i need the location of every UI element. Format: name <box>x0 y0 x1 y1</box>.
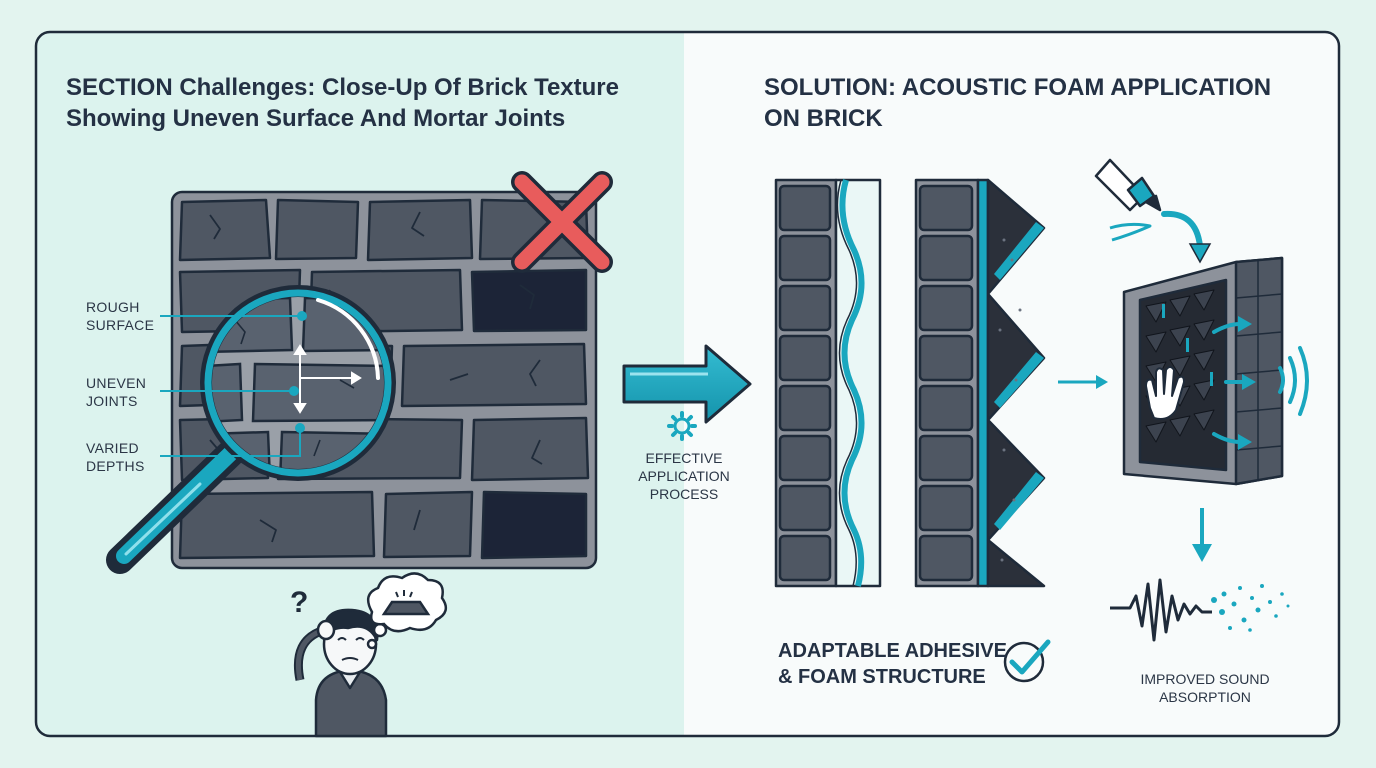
absorption-waveform <box>1110 578 1290 642</box>
red-x-icon <box>511 171 613 273</box>
callout-uneven-line1: UNEVEN <box>86 375 147 391</box>
left-heading-line2: Showing Uneven Surface And Mortar Joints <box>66 105 566 132</box>
callout-varied-depths: VARIED DEPTHS <box>86 439 145 475</box>
adhesive-line2: & FOAM STRUCTURE <box>778 666 986 688</box>
question-mark: ? <box>290 586 309 619</box>
callout-uneven-joints: UNEVEN JOINTS <box>86 374 146 410</box>
small-arrow <box>1058 375 1108 389</box>
brick-cross-section-foam <box>914 178 1046 588</box>
sound-wave-icon <box>1278 346 1309 416</box>
right-heading-line2: ON BRICK <box>764 105 883 132</box>
right-heading-line1: SOLUTION: ACOUSTIC FOAM APPLICATION <box>764 74 1272 101</box>
adhesive-label: ADAPTABLE ADHESIVE & FOAM STRUCTURE <box>778 638 1008 690</box>
right-heading: SOLUTION: ACOUSTIC FOAM APPLICATION ON B… <box>764 72 1324 134</box>
glue-tube-icon <box>1094 158 1162 242</box>
left-heading: SECTION Challenges: Close-Up Of Brick Te… <box>66 72 676 134</box>
gear-icon <box>667 411 697 441</box>
callout-rough-line2: SURFACE <box>86 317 155 333</box>
check-icon <box>1003 639 1051 683</box>
reflection-arrows <box>1212 316 1256 450</box>
callout-rough-line1: ROUGH <box>86 299 140 315</box>
thought-bubble-icon <box>366 572 448 650</box>
process-line3: PROCESS <box>649 486 719 502</box>
adhesive-line1: ADAPTABLE ADHESIVE <box>778 640 1007 662</box>
process-line1: EFFECTIVE <box>645 450 723 466</box>
process-line2: APPLICATION <box>638 468 730 484</box>
down-arrow <box>1192 508 1212 562</box>
callout-varied-line2: DEPTHS <box>86 458 145 474</box>
left-heading-line1: SECTION Challenges: Close-Up Of Brick Te… <box>66 74 619 101</box>
callout-uneven-line2: JOINTS <box>86 393 138 409</box>
brick-cross-section-adhesive <box>774 178 882 588</box>
hand-icon <box>1145 366 1185 420</box>
callout-varied-line1: VARIED <box>86 440 139 456</box>
callout-rough-surface: ROUGH SURFACE <box>86 298 154 334</box>
foam-panel-wall <box>1122 256 1284 486</box>
curved-arrow <box>1161 210 1212 264</box>
process-label: EFFECTIVE APPLICATION PROCESS <box>622 449 746 503</box>
callout-leaders <box>160 311 307 457</box>
magnifier-icon <box>106 285 396 574</box>
result-line2: ABSORPTION <box>1159 689 1251 705</box>
result-label: IMPROVED SOUND ABSORPTION <box>1118 670 1292 706</box>
process-arrow <box>622 344 752 424</box>
result-line1: IMPROVED SOUND <box>1140 671 1270 687</box>
